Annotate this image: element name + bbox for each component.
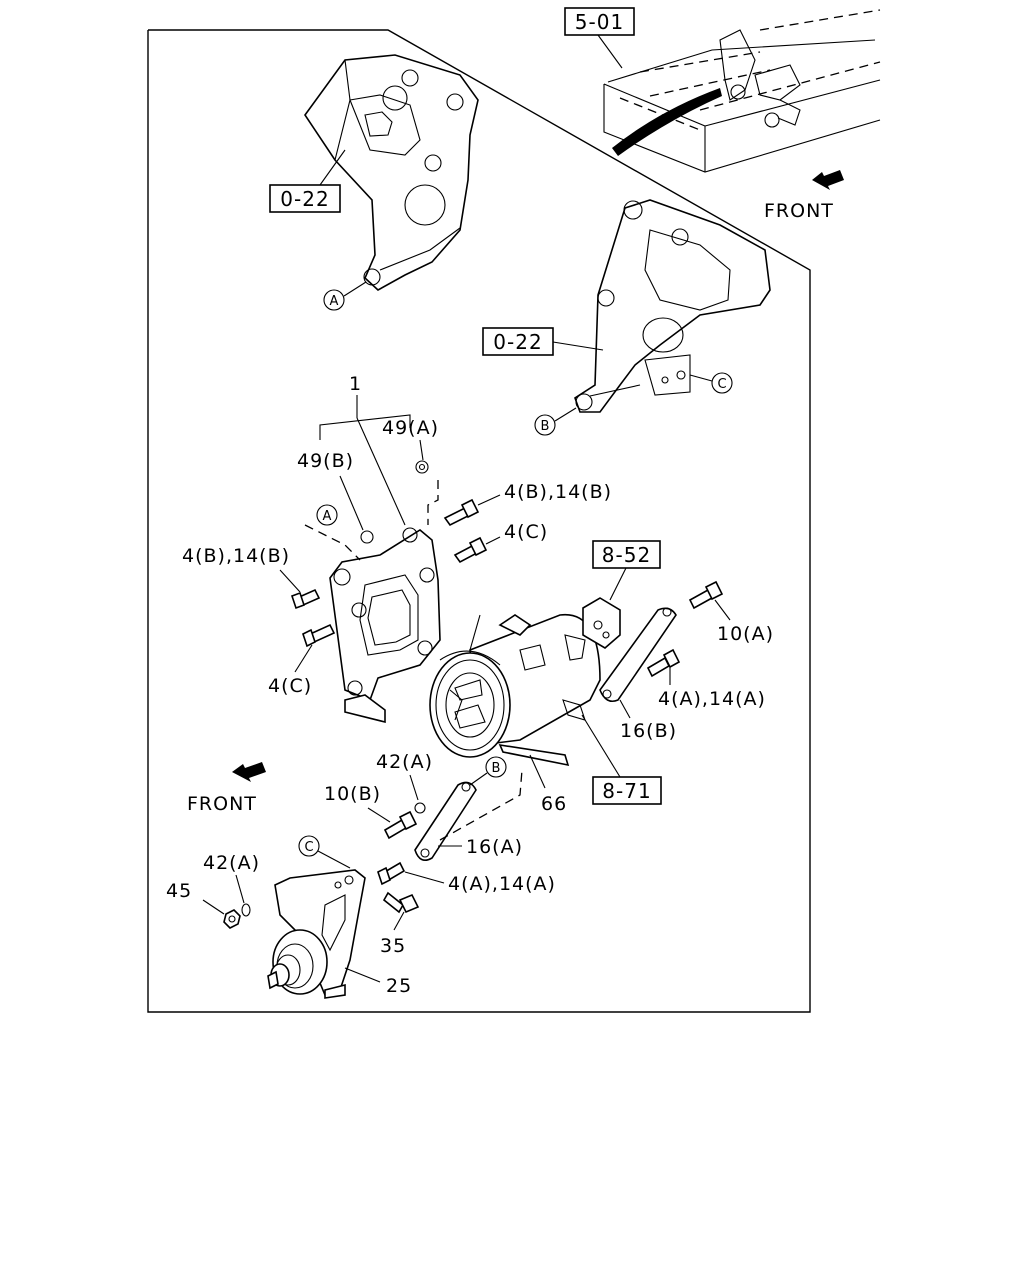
nut-45 (223, 909, 241, 929)
front-arrow-bottom: FRONT (187, 762, 266, 815)
bolt-4c-left (302, 623, 336, 648)
part-label-42a-bottom: 42(A) (203, 852, 260, 874)
part-label-35: 35 (380, 935, 406, 957)
diagram-frame (147, 29, 811, 1013)
bolt-4c-right (453, 536, 488, 564)
bolt-10b (383, 810, 418, 840)
part-label-4b14b-right: 4(B),14(B) (504, 481, 612, 503)
part-label-45: 45 (166, 880, 192, 902)
bolt-4a-14a-bottom (377, 861, 406, 886)
adjusting-plate-16a (414, 781, 477, 861)
part-label-4c-right: 4(C) (504, 521, 548, 543)
engine-bracket-right (574, 199, 771, 413)
ref-label-8-71: 8-71 (602, 779, 651, 803)
part-label-42a-top: 42(A) (376, 751, 433, 773)
circle-marker-a-bracket: A (316, 504, 338, 526)
part-label-4c-left: 4(C) (268, 675, 312, 697)
ref-box-8-71: 8-71 (581, 714, 662, 805)
idler-bracket (274, 869, 366, 996)
circle-label-a-upper: A (330, 294, 339, 309)
ref-label-0-22-right: 0-22 (493, 330, 542, 354)
front-label-bottom: FRONT (187, 793, 257, 815)
ac-compressor (429, 613, 601, 758)
bolt-10a (688, 580, 724, 610)
part-label-4a14a-right: 4(A),14(A) (658, 688, 766, 710)
circle-marker-b-right: B (534, 407, 577, 436)
part-label-4a14a-bottom: 4(A),14(A) (448, 873, 556, 895)
part-label-4b14b-left: 4(B),14(B) (182, 545, 290, 567)
part-label-10b: 10(B) (324, 783, 381, 805)
ref-label-5-01: 5-01 (575, 10, 624, 34)
part-label-66: 66 (541, 793, 567, 815)
ref-box-0-22-right: 0-22 (482, 327, 604, 356)
circle-label-c-lower: C (304, 840, 313, 855)
bolt-4a-14a-right (646, 648, 681, 678)
compressor-bracket (329, 460, 441, 724)
front-arrow-icon (232, 762, 266, 782)
part-label-10a: 10(A) (717, 623, 774, 645)
part-label-1: 1 (349, 373, 362, 395)
ref-box-0-22-upper: 0-22 (269, 149, 346, 213)
front-label-top: FRONT (764, 200, 834, 222)
part-label-25: 25 (386, 975, 412, 997)
circle-label-b-lower: B (492, 761, 501, 776)
part-label-16a: 16(A) (466, 836, 523, 858)
engine-bracket-upper-left (304, 54, 479, 291)
part-label-49b: 49(B) (297, 450, 354, 472)
circle-label-a-bracket: A (323, 509, 332, 524)
ref-box-8-52: 8-52 (592, 540, 661, 601)
circle-marker-a-upper: A (323, 281, 367, 311)
engine-block-illustration (603, 9, 881, 173)
ref-box-5-01: 5-01 (564, 7, 635, 69)
circle-marker-c-right: C (689, 372, 733, 394)
bolt-35 (382, 891, 420, 914)
adjusting-rod-66 (498, 743, 570, 767)
front-arrow-top: FRONT (764, 170, 844, 222)
compressor-fitting (582, 597, 621, 649)
circle-marker-c-lower: C (298, 835, 351, 869)
ref-label-0-22-upper: 0-22 (280, 187, 329, 211)
idler-pulley (267, 929, 346, 999)
circle-label-b-right: B (541, 419, 550, 434)
adjusting-plate-16b (599, 607, 677, 703)
part-label-49a: 49(A) (382, 417, 439, 439)
circle-marker-b-lower: B (469, 756, 507, 786)
part-label-16b: 16(B) (620, 720, 677, 742)
ref-label-8-52: 8-52 (602, 543, 651, 567)
bolt-4b-14b-right (443, 498, 480, 527)
front-arrow-icon (812, 170, 844, 190)
circle-label-c-right: C (717, 377, 726, 392)
bolt-4b-14b-left (290, 588, 321, 610)
